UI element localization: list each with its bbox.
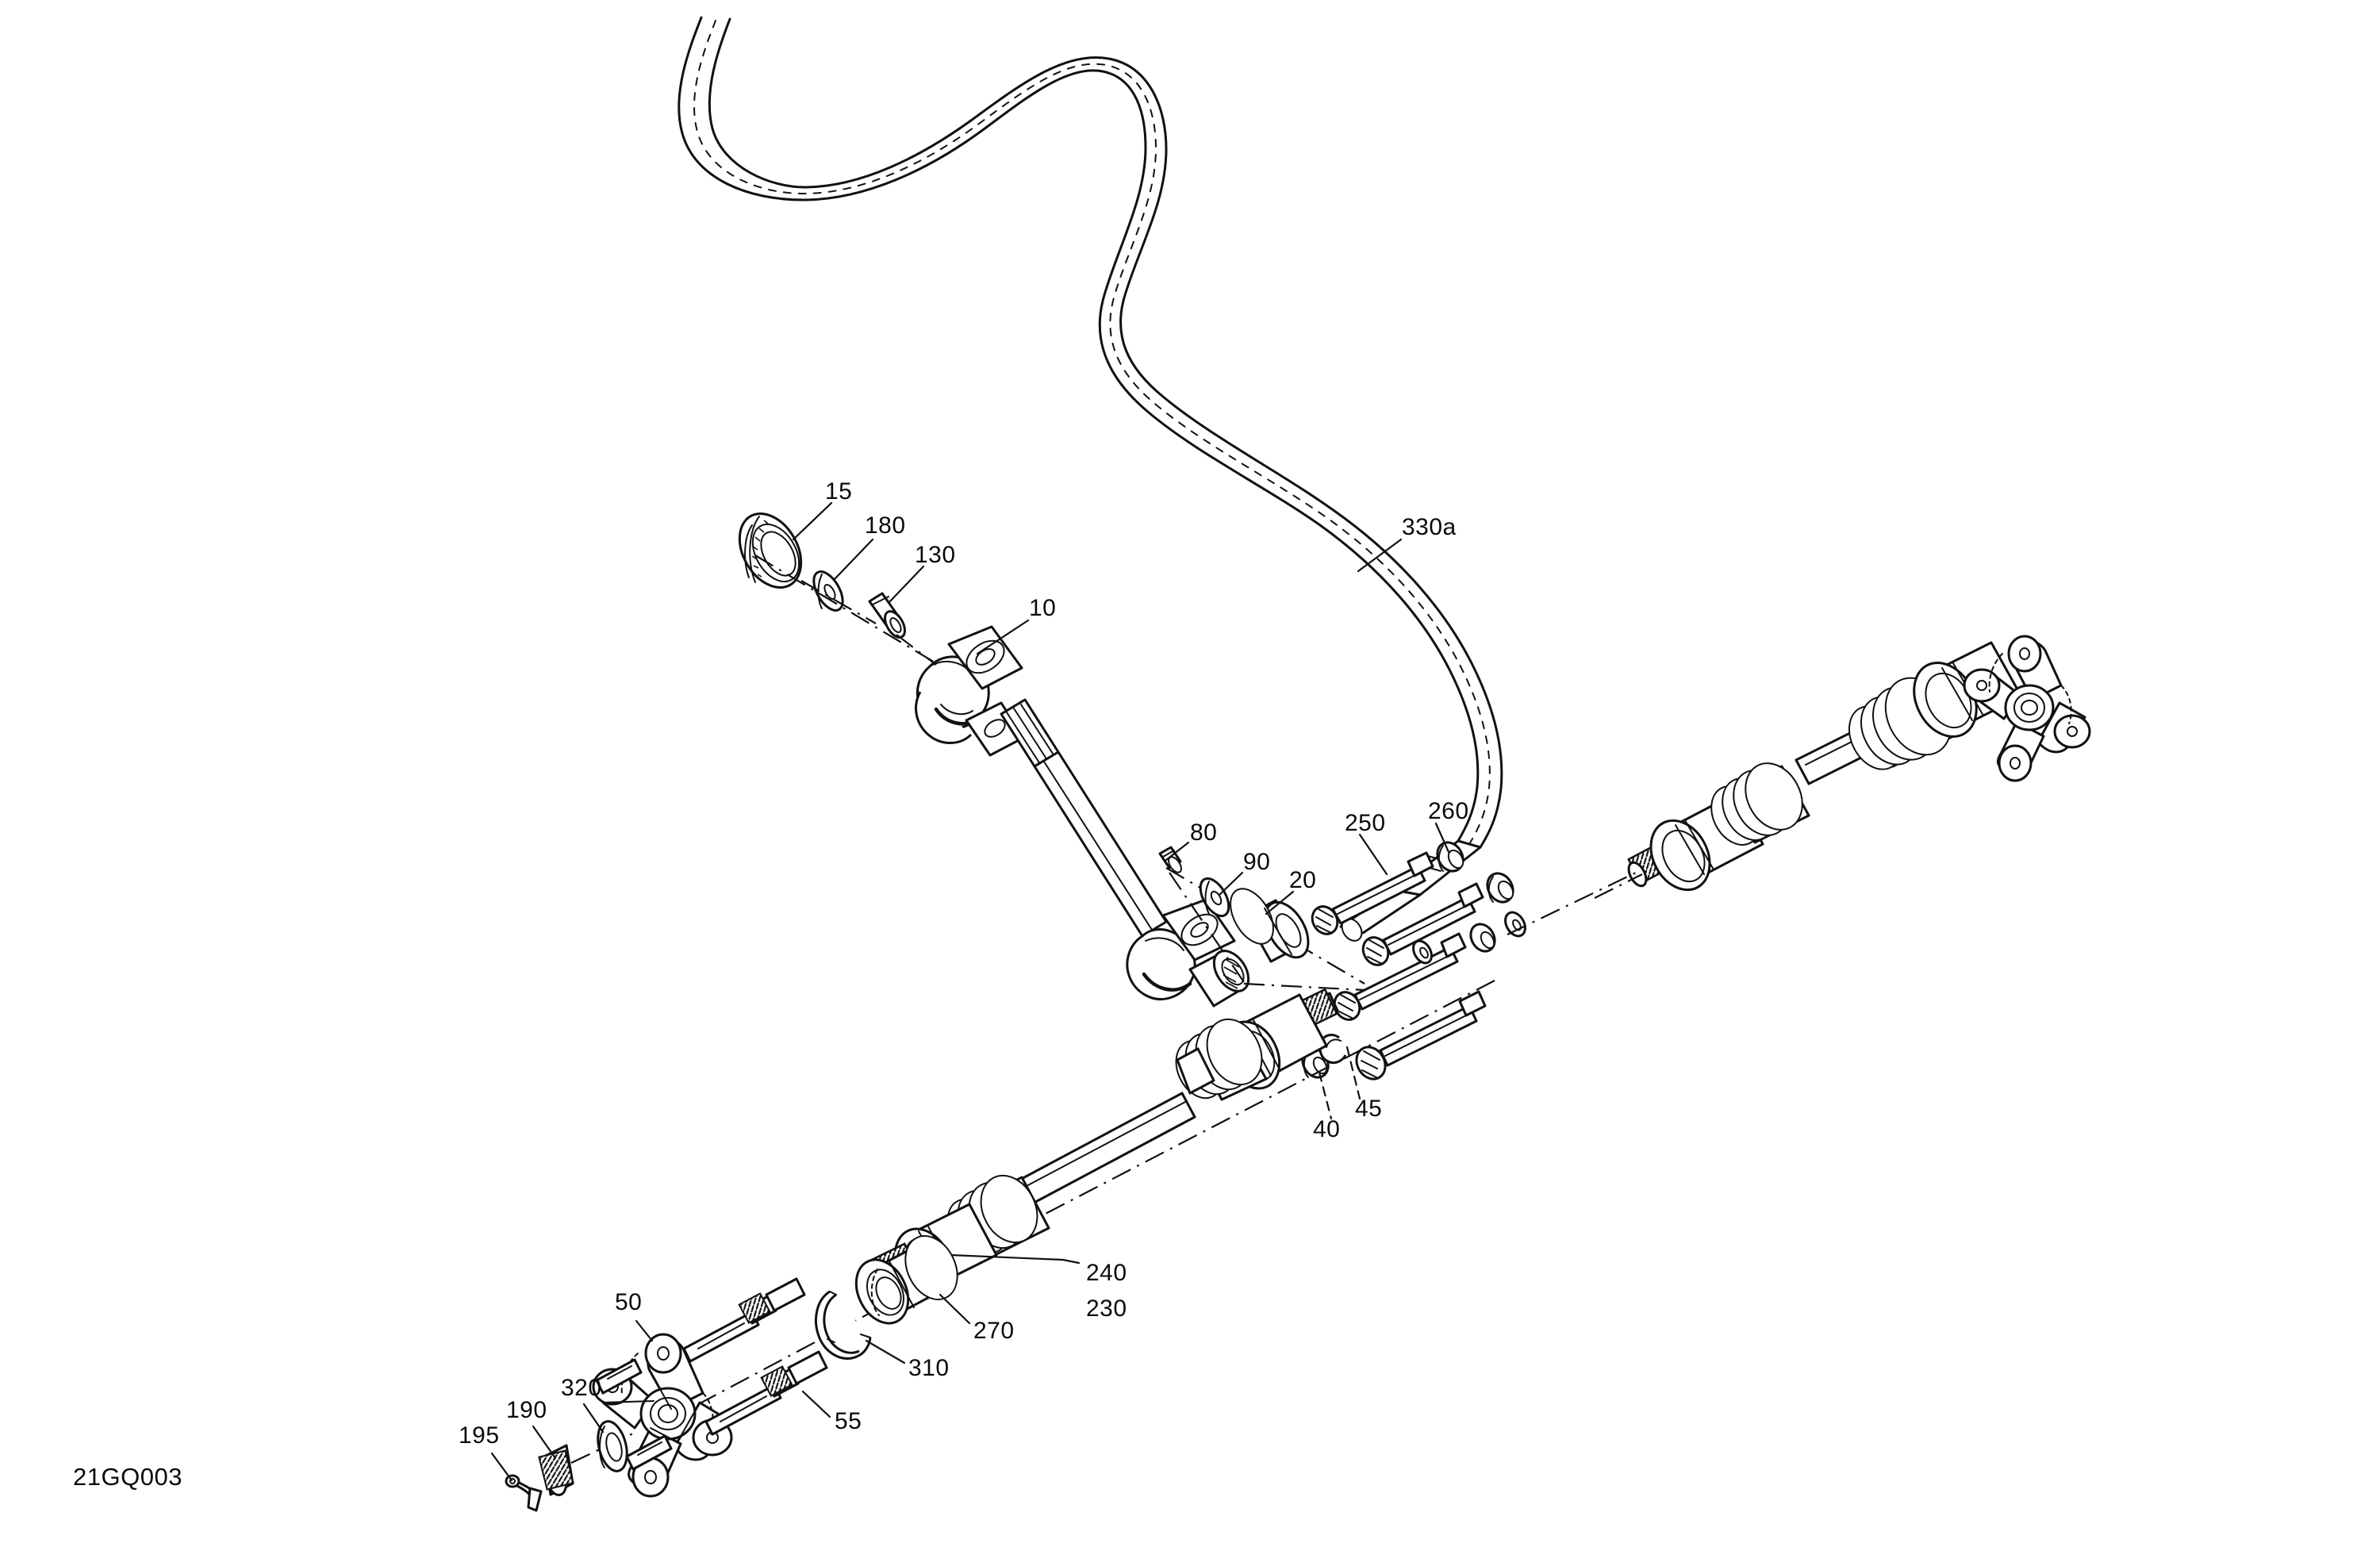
leader-190 <box>532 1425 557 1460</box>
assembly-axis-seg2 <box>800 580 877 624</box>
callout-20: 20 <box>1289 867 1317 893</box>
callout-90: 90 <box>1243 849 1271 875</box>
leader-250 <box>1358 833 1388 876</box>
leader-130 <box>887 565 925 605</box>
callout-240: 240 <box>1086 1260 1127 1286</box>
callout-180: 180 <box>865 512 906 539</box>
flange-nut-260 <box>1436 841 1464 873</box>
callout-195: 195 <box>459 1422 500 1449</box>
spacer-disc-320 <box>597 1420 628 1472</box>
leader-40 <box>1318 1071 1333 1120</box>
long-bolt-250 <box>1311 851 1434 935</box>
propeller-shaft-10 <box>915 625 1250 1008</box>
callout-270: 270 <box>973 1318 1015 1344</box>
leader-20 <box>1265 890 1295 915</box>
washer-180 <box>812 570 844 612</box>
leader-320 <box>582 1403 605 1434</box>
leader-240 <box>949 1253 1081 1265</box>
drawing-code: 21GQ003 <box>73 1463 182 1491</box>
leader-195 <box>490 1452 513 1482</box>
long-bolt-250-c <box>1333 932 1467 1021</box>
leader-10 <box>976 619 1030 655</box>
callout-15: 15 <box>825 478 853 505</box>
castle-nut-190 <box>538 1444 574 1496</box>
callout-10: 10 <box>1029 595 1057 621</box>
cv-axle-right-assembly <box>1627 635 2091 892</box>
callout-250: 250 <box>1345 810 1386 836</box>
leader-80 <box>1165 841 1190 862</box>
callout-130: 130 <box>915 542 956 568</box>
callout-55: 55 <box>835 1408 862 1434</box>
retaining-ring-310 <box>815 1290 872 1360</box>
assembly-axis-right <box>1507 872 1637 935</box>
long-bolt-250-b <box>1361 882 1484 966</box>
callout-40: 40 <box>1313 1116 1341 1142</box>
washer-set <box>1412 911 1526 965</box>
callout-50: 50 <box>615 1289 643 1315</box>
bushing-20 <box>1230 888 1310 963</box>
bearing-270 <box>854 1235 958 1325</box>
assembly-axis-branch <box>1165 867 1245 983</box>
callout-260: 260 <box>1428 798 1469 824</box>
callout-190: 190 <box>506 1397 547 1423</box>
bolt-40-45 <box>1355 990 1487 1080</box>
leader-270 <box>939 1293 971 1325</box>
leader-90 <box>1218 871 1244 896</box>
leader-180 <box>833 538 874 581</box>
cotter-pin-195 <box>505 1474 543 1512</box>
leader-310 <box>865 1339 906 1365</box>
callout-45: 45 <box>1355 1096 1383 1122</box>
callout-330a: 330a <box>1402 514 1457 540</box>
assembly-axis-lower <box>956 980 1495 1261</box>
bolt-130 <box>868 592 906 639</box>
leader-55 <box>801 1390 831 1418</box>
callout-320: 320 <box>561 1375 602 1401</box>
flange-nut-260-c <box>1469 923 1496 953</box>
leader-330a <box>1357 538 1403 573</box>
wheel-studs-55 <box>595 1277 828 1471</box>
leader-50 <box>635 1319 654 1342</box>
oil-seal-15 <box>738 512 803 589</box>
leader-260 <box>1434 822 1450 854</box>
callout-230: 230 <box>1086 1295 1127 1322</box>
leader-15 <box>792 501 833 541</box>
callout-80: 80 <box>1190 819 1218 846</box>
washer-90 <box>1199 877 1230 918</box>
callout-310: 310 <box>908 1355 950 1381</box>
flange-nut-260-b <box>1486 872 1514 904</box>
